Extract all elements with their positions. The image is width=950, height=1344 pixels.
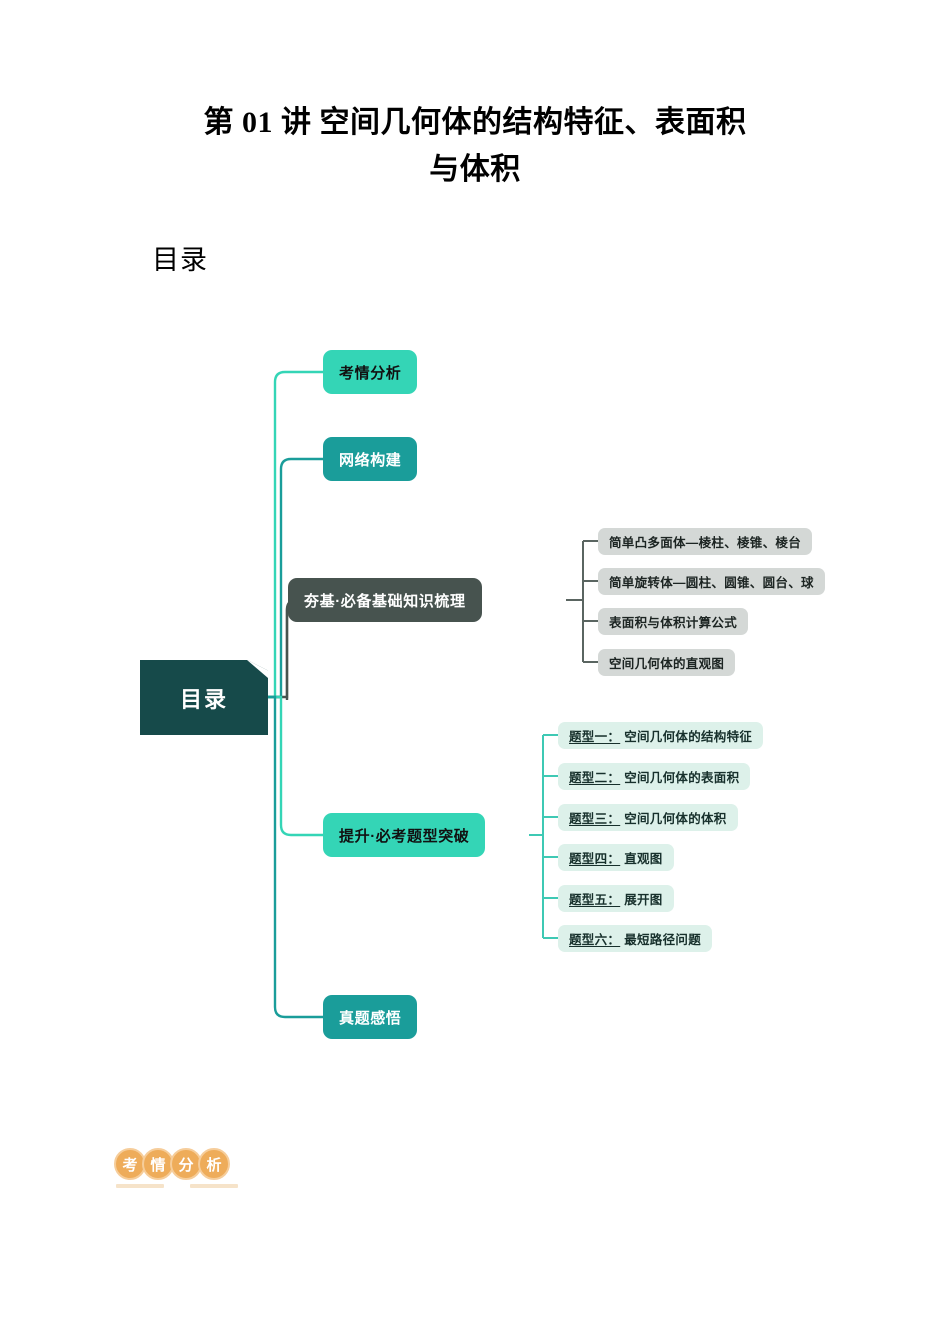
mindmap-subnode-question-type-6[interactable]: 题型六： 最短路径问题 bbox=[558, 925, 713, 952]
section-badge-kaoqing-fenxi: 考 情 分 析 bbox=[114, 1148, 238, 1192]
mindmap-subnode-intuitive-diagram[interactable]: 空间几何体的直观图 bbox=[598, 649, 736, 676]
mindmap-node-tisheng[interactable]: 提升·必考题型突破 bbox=[323, 813, 486, 857]
mindmap-subnode-question-type-1[interactable]: 题型一： 空间几何体的结构特征 bbox=[558, 722, 764, 749]
folded-corner-icon bbox=[247, 660, 268, 678]
mindmap-subnode-label: 空间几何体的直观图 bbox=[609, 657, 725, 671]
mindmap-node-label: 夯基·必备基础知识梳理 bbox=[304, 592, 466, 610]
badge-underline-left bbox=[116, 1184, 164, 1188]
mindmap-node-label: 网络构建 bbox=[339, 451, 402, 469]
mindmap-subnode-question-type-5[interactable]: 题型五： 展开图 bbox=[558, 885, 674, 912]
badge-char-2: 情 bbox=[142, 1148, 174, 1180]
page-title: 第 01 讲 空间几何体的结构特征、表面积 与体积 bbox=[150, 100, 800, 193]
badge-underline-decoration bbox=[116, 1184, 238, 1188]
page-title-line-2: 与体积 bbox=[429, 152, 521, 186]
connector-root-zhenti bbox=[268, 695, 323, 1019]
mindmap-subnode-label: 空间几何体的体积 bbox=[624, 812, 727, 826]
badge-circles: 考 情 分 析 bbox=[114, 1148, 230, 1180]
question-type-prefix: 题型一： bbox=[569, 730, 621, 744]
mindmap-subnode-question-type-4[interactable]: 题型四： 直观图 bbox=[558, 844, 674, 871]
mindmap-node-wangluo[interactable]: 网络构建 bbox=[323, 437, 418, 481]
mindmap-subnode-label: 展开图 bbox=[624, 893, 663, 907]
mindmap-subnode-label: 空间几何体的表面积 bbox=[624, 771, 740, 785]
question-type-prefix: 题型六： bbox=[569, 933, 621, 947]
mindmap-subnode-label: 最短路径问题 bbox=[624, 933, 702, 947]
badge-char-4: 析 bbox=[198, 1148, 230, 1180]
mindmap-node-label: 提升·必考题型突破 bbox=[339, 827, 470, 845]
mindmap-root-label: 目录 bbox=[179, 686, 228, 712]
mindmap-subnode-label: 直观图 bbox=[624, 852, 663, 866]
connector-root-tisheng bbox=[268, 695, 323, 837]
mindmap-subnode-label: 简单旋转体—圆柱、圆锥、圆台、球 bbox=[609, 576, 814, 590]
mindmap-subnode-label: 表面积与体积计算公式 bbox=[609, 616, 738, 630]
mindmap-subnode-solid-of-revolution[interactable]: 简单旋转体—圆柱、圆锥、圆台、球 bbox=[598, 568, 825, 595]
toc-heading: 目录 bbox=[152, 245, 208, 275]
mindmap-node-hangji[interactable]: 夯基·必备基础知识梳理 bbox=[288, 578, 482, 622]
mindmap-node-label: 考情分析 bbox=[339, 364, 402, 382]
badge-char-3: 分 bbox=[170, 1148, 202, 1180]
mindmap-subnode-polyhedron[interactable]: 简单凸多面体—棱柱、棱锥、棱台 bbox=[598, 528, 813, 555]
connector-root-kaoqing bbox=[268, 370, 323, 699]
mindmap-subnode-area-volume-formula[interactable]: 表面积与体积计算公式 bbox=[598, 608, 749, 635]
mindmap-subnode-question-type-2[interactable]: 题型二： 空间几何体的表面积 bbox=[558, 763, 751, 790]
badge-underline-right bbox=[190, 1184, 238, 1188]
mindmap-node-label: 真题感悟 bbox=[339, 1009, 402, 1027]
mindmap-subnode-label: 空间几何体的结构特征 bbox=[624, 730, 753, 744]
mindmap-node-zhenti[interactable]: 真题感悟 bbox=[323, 995, 418, 1039]
page-title-line-1: 第 01 讲 空间几何体的结构特征、表面积 bbox=[203, 106, 747, 139]
badge-char-1: 考 bbox=[114, 1148, 146, 1180]
mindmap-node-kaoqing[interactable]: 考情分析 bbox=[323, 350, 418, 394]
mindmap-root-node[interactable]: 目录 bbox=[140, 660, 268, 735]
mindmap-subnode-label: 简单凸多面体—棱柱、棱锥、棱台 bbox=[609, 536, 802, 550]
question-type-prefix: 题型三： bbox=[569, 812, 621, 826]
question-type-prefix: 题型五： bbox=[569, 893, 621, 907]
question-type-prefix: 题型四： bbox=[569, 852, 621, 866]
question-type-prefix: 题型二： bbox=[569, 771, 621, 785]
mindmap-subnode-question-type-3[interactable]: 题型三： 空间几何体的体积 bbox=[558, 804, 738, 831]
